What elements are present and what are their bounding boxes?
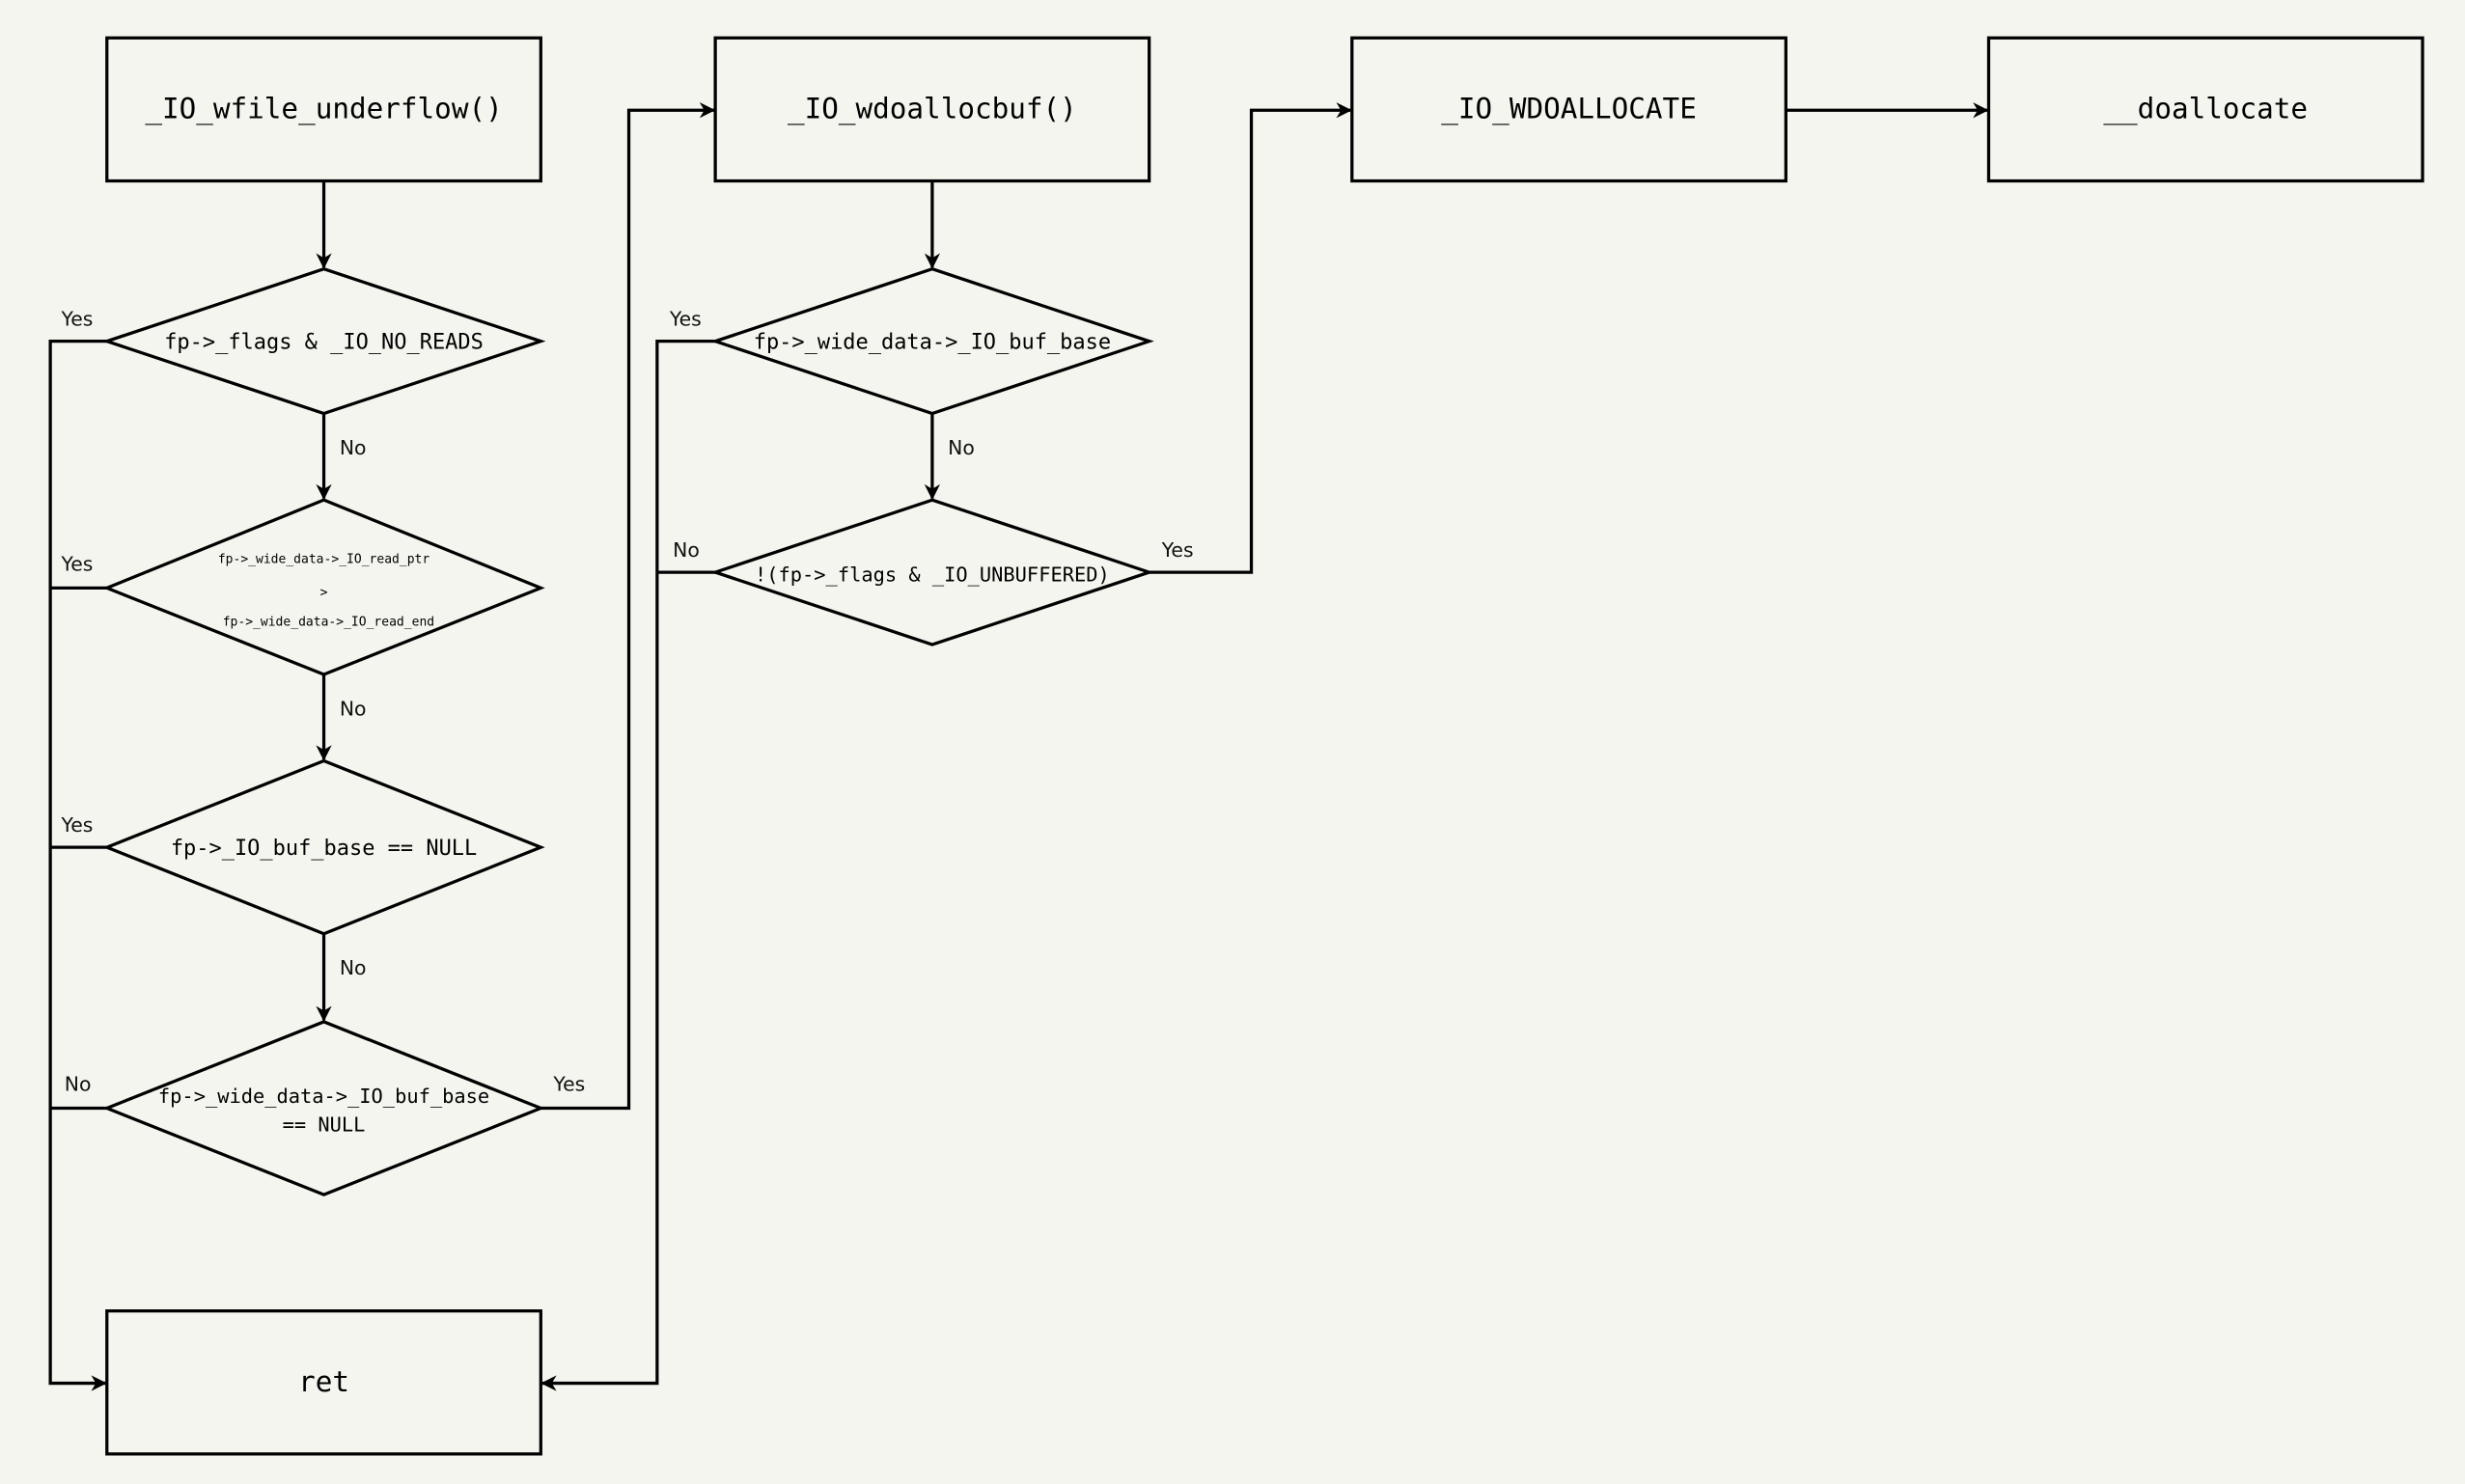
decision-unbuffered: !(fp->_flags & _IO_UNBUFFERED) <box>709 498 1154 646</box>
edge-left-bus-to-ret <box>48 340 107 1391</box>
node-wfile-underflow: _IO_wfile_underflow() <box>105 36 542 183</box>
label-yes: Yes <box>1161 538 1194 562</box>
label-no: No <box>340 697 367 720</box>
node-label: __doallocate <box>2103 93 2308 126</box>
decision-wide-buf-base: fp->_wide_data->_IO_buf_base <box>709 267 1154 416</box>
edge-wide-buf-null-yes <box>540 102 716 1111</box>
decision-label-line1: fp->_wide_data->_IO_buf_base <box>158 1085 489 1108</box>
node-ret: ret <box>105 1309 542 1456</box>
decision-label-line1: fp->_wide_data->_IO_read_ptr <box>218 553 430 567</box>
label-no: No <box>673 538 700 562</box>
decision-label: !(fp->_flags & _IO_UNBUFFERED) <box>755 563 1110 586</box>
node-doallocate: __doallocate <box>1986 36 2424 183</box>
label-yes: Yes <box>61 307 94 330</box>
label-no: No <box>340 956 367 979</box>
label-yes: Yes <box>61 813 94 837</box>
decision-label: fp->_wide_data->_IO_buf_base <box>754 330 1111 354</box>
edge-unbuffered-yes <box>1149 102 1352 574</box>
decision-buf-base-null: fp->_IO_buf_base == NULL <box>102 758 545 936</box>
decision-no-reads: fp->_flags & _IO_NO_READS <box>101 267 546 416</box>
node-label: _IO_wfile_underflow() <box>145 93 502 126</box>
decision-label: fp->_flags & _IO_NO_READS <box>164 330 484 354</box>
label-no: No <box>340 436 367 459</box>
edge-labels: Yes No Yes No Yes No No Yes Yes No No Ye… <box>61 307 1194 1095</box>
label-yes: Yes <box>552 1073 585 1096</box>
label-no: No <box>948 436 975 459</box>
decision-label: fp->_IO_buf_base == NULL <box>171 837 477 861</box>
label-no: No <box>65 1073 92 1096</box>
label-yes: Yes <box>61 552 94 575</box>
decision-label-line3: fp->_wide_data->_IO_read_end <box>223 616 434 630</box>
node-label: ret <box>298 1365 349 1398</box>
decision-wide-buf-base-null: fp->_wide_data->_IO_buf_base == NULL <box>102 1020 545 1196</box>
label-yes: Yes <box>669 307 702 330</box>
edges <box>48 102 1989 1391</box>
edge-wide-buf-base-yes-to-ret <box>540 340 716 1391</box>
node-wdoallocate: _IO_WDOALLOCATE <box>1350 36 1787 183</box>
decision-read-ptr: fp->_wide_data->_IO_read_ptr > fp->_wide… <box>102 498 545 676</box>
node-wdoallocbuf: _IO_wdoallocbuf() <box>713 36 1151 183</box>
node-label: _IO_WDOALLOCATE <box>1441 93 1697 126</box>
decision-label-line2: == NULL <box>283 1113 366 1136</box>
node-label: _IO_wdoallocbuf() <box>788 93 1077 126</box>
decision-label-line2: > <box>320 586 328 600</box>
